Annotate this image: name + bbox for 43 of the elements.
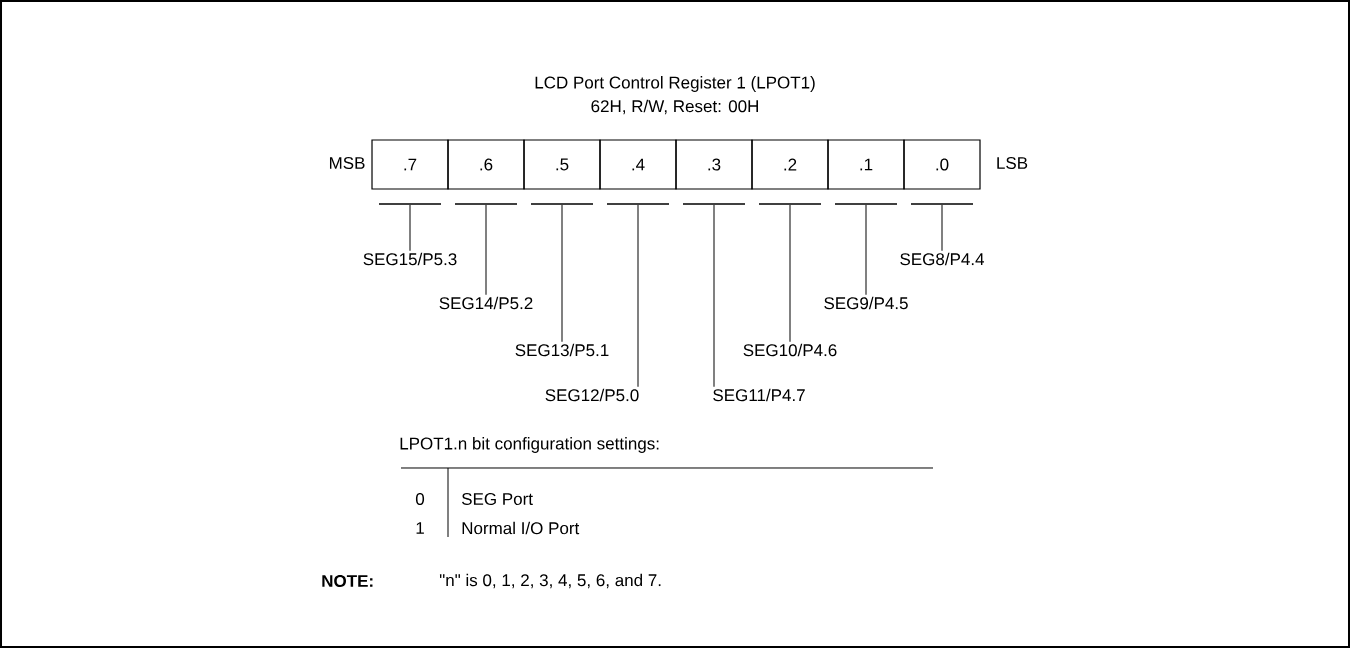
subtitle: 62H, R/W, Reset: 00H <box>591 99 758 115</box>
pin-label: SEG12/P5.0 <box>545 388 639 402</box>
pin-label: SEG11/P4.7 <box>713 388 805 402</box>
register-cell: .2 <box>751 139 829 190</box>
leader-line <box>941 204 943 252</box>
msb-label: MSB <box>330 157 365 169</box>
bit-underline <box>531 203 593 205</box>
leader-line <box>865 204 867 296</box>
bit-underline <box>835 203 897 205</box>
register-cell: .5 <box>523 139 601 190</box>
bit-underline <box>911 203 973 205</box>
setting-text: Normal I/O Port <box>462 521 580 535</box>
table-heading: LPOT1.n bit configuration settings: <box>400 437 659 453</box>
register-cell: .6 <box>447 139 525 190</box>
note-label: NOTE: <box>322 574 373 587</box>
bit-underline <box>759 203 821 205</box>
register-cell: .0 <box>903 139 981 190</box>
pin-label: SEG8/P4.4 <box>900 252 985 266</box>
setting-text: SEG Port <box>462 492 533 505</box>
register-cell: .1 <box>827 139 905 190</box>
register-cell: .3 <box>675 139 753 190</box>
leader-line <box>485 204 487 296</box>
pin-label: SEG14/P5.2 <box>439 296 533 310</box>
pin-label: SEG10/P4.6 <box>743 343 837 357</box>
pin-label: SEG9/P4.5 <box>824 296 908 310</box>
note-text: "n" is 0, 1, 2, 3, 4, 5, 6, and 7. <box>439 573 661 589</box>
bit-underline <box>455 203 517 205</box>
leader-line <box>561 204 563 343</box>
leader-line <box>637 204 639 388</box>
bit-underline <box>607 203 669 205</box>
bit-underline <box>683 203 745 205</box>
register-cell: .7 <box>371 139 449 190</box>
leader-line <box>713 204 715 388</box>
register-cell: .4 <box>599 139 677 190</box>
pin-label: SEG15/P5.3 <box>363 252 457 266</box>
bit-value: 1 <box>416 522 424 534</box>
bit-value: 0 <box>415 492 425 505</box>
bit-underline <box>379 203 441 205</box>
lsb-label: LSB <box>997 157 1028 169</box>
title: LCD Port Control Register 1 (LPOT1) <box>535 76 815 92</box>
pin-label: SEG13/P5.1 <box>515 343 609 357</box>
leader-line <box>409 204 411 252</box>
leader-line <box>789 204 791 343</box>
